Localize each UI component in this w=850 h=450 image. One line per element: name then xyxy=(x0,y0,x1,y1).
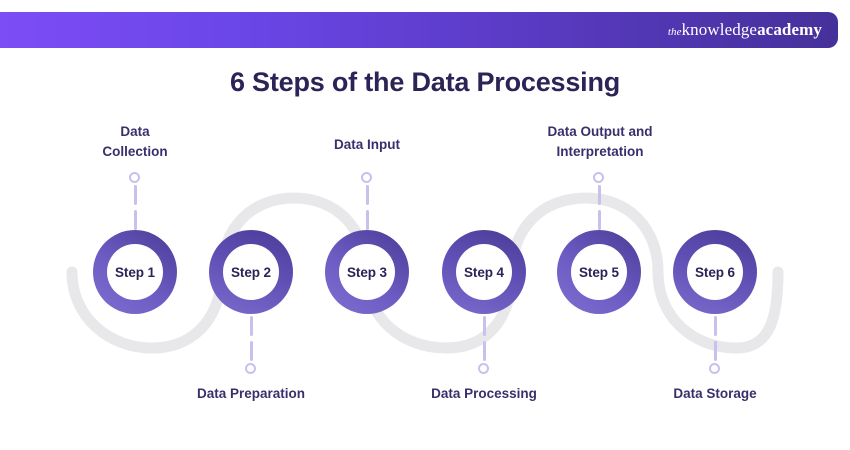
step-caption-6: Data Storage xyxy=(673,386,757,401)
step-badge-label: Step 3 xyxy=(347,264,387,280)
connector-ring-icon xyxy=(245,363,256,374)
step-ring-icon xyxy=(325,230,409,314)
connector-line-segment xyxy=(598,210,601,230)
connector-line-segment xyxy=(598,185,601,205)
brand-logo: theknowledgeacademy xyxy=(668,20,822,40)
connector-line-segment xyxy=(483,316,486,336)
step-badge-label: Step 1 xyxy=(115,264,155,280)
step-node-5[interactable]: Step 5 xyxy=(557,230,641,314)
connector-step-5 xyxy=(593,172,605,230)
connector-step-1 xyxy=(129,172,141,230)
step-caption-5: Data Output and Interpretation xyxy=(547,124,653,159)
step-node-1[interactable]: Step 1 xyxy=(93,230,177,314)
page-title: 6 Steps of the Data Processing xyxy=(229,67,621,97)
connector-ring-icon xyxy=(361,172,372,183)
connector-line-segment xyxy=(250,316,253,336)
connector-line-segment xyxy=(366,210,369,230)
step-node-4[interactable]: Step 4 xyxy=(442,230,526,314)
step-node-2[interactable]: Step 2 xyxy=(209,230,293,314)
step-caption-1: Data Collection xyxy=(102,124,168,159)
step-caption-2: Data Preparation xyxy=(196,386,306,401)
connector-line-segment xyxy=(483,341,486,361)
step-caption-4: Data Processing xyxy=(431,386,537,401)
step-ring-icon xyxy=(673,230,757,314)
brand-word-academy: academy xyxy=(757,20,822,39)
connector-ring-icon xyxy=(478,363,489,374)
step-ring-icon xyxy=(209,230,293,314)
connector-step-4 xyxy=(478,316,490,374)
connector-line-segment xyxy=(714,316,717,336)
connector-ring-icon xyxy=(709,363,720,374)
step-badge-label: Step 2 xyxy=(231,264,271,280)
step-badge-label: Step 6 xyxy=(695,264,735,280)
connector-ring-icon xyxy=(129,172,140,183)
step-badge-label: Step 4 xyxy=(464,264,504,280)
step-badge-label: Step 5 xyxy=(579,264,619,280)
step-ring-icon xyxy=(442,230,526,314)
connector-step-3 xyxy=(361,172,373,230)
connector-ring-icon xyxy=(593,172,604,183)
brand-word-knowledge: knowledge xyxy=(681,20,758,39)
connector-line-segment xyxy=(134,185,137,205)
step-node-6[interactable]: Step 6 xyxy=(673,230,757,314)
connector-step-2 xyxy=(245,316,257,374)
step-ring-icon xyxy=(93,230,177,314)
header-bar: theknowledgeacademy xyxy=(0,12,838,48)
connector-line-segment xyxy=(366,185,369,205)
step-ring-icon xyxy=(557,230,641,314)
connector-line-segment xyxy=(714,341,717,361)
connector-line-segment xyxy=(250,341,253,361)
step-caption-3: Data Input xyxy=(334,137,400,152)
step-node-3[interactable]: Step 3 xyxy=(325,230,409,314)
connector-line-segment xyxy=(134,210,137,230)
brand-prefix-text: the xyxy=(667,26,682,38)
connector-step-6 xyxy=(709,316,721,374)
